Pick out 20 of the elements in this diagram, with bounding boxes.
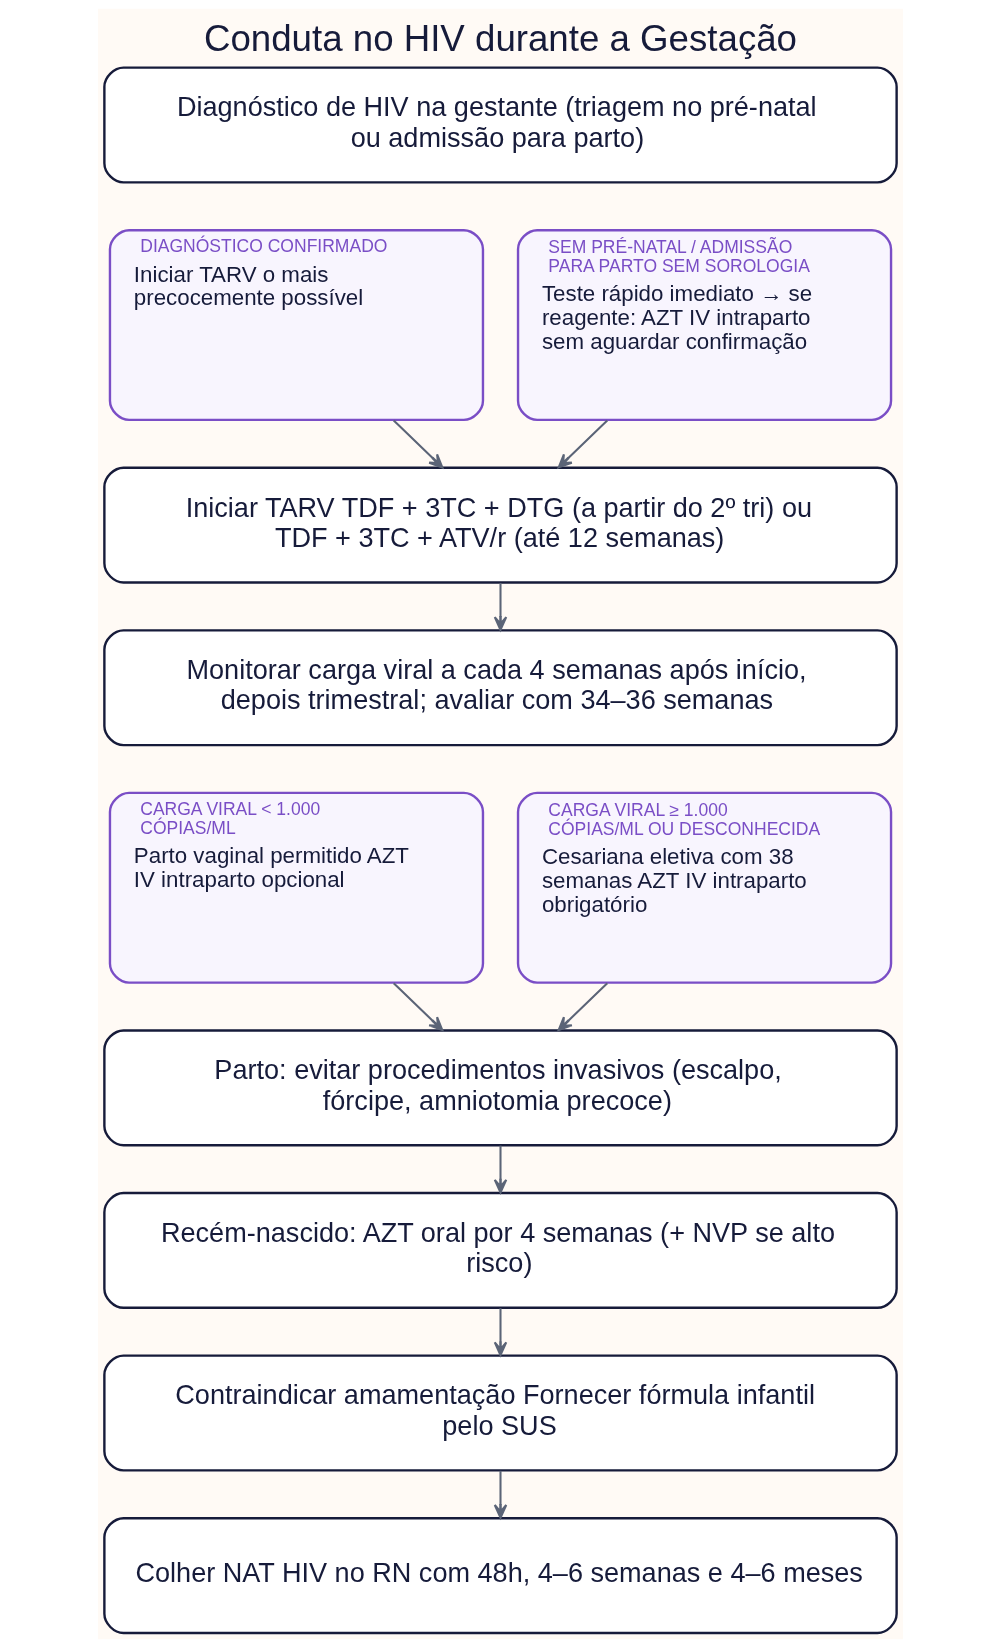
node-box: Iniciar TARV TDF + 3TC + DTG (a partir do 2º tri) ou TDF + 3TC + ATV/r (até 12 semanas) xyxy=(102,466,898,584)
node-box: DIAGNÓSTICO CONFIRMADO Iniciar TARV o mais precocemente possível xyxy=(108,229,484,422)
node-box: CARGA VIRAL ≥ 1.000 CÓPIAS/ML OU DESCONHECIDA Cesariana eletiva com 38 semanas AZT IV intraparto obrigatório xyxy=(516,791,892,984)
arrow xyxy=(493,1145,507,1194)
node-box: Parto: evitar procedimentos invasivos (escalpo, fórcipe, amniotomia precoce) xyxy=(102,1029,898,1147)
arrow xyxy=(493,1470,507,1519)
arrow xyxy=(557,982,608,1032)
arrow xyxy=(392,982,443,1032)
node-box: Colher NAT HIV no RN com 48h, 4–6 semanas e 4–6 meses xyxy=(102,1517,898,1635)
node-box: Contraindicar amamentação Fornecer fórmula infantil pelo SUS xyxy=(102,1354,898,1472)
node-box: SEM PRÉ-NATAL / ADMISSÃO PARA PARTO SEM SOROLOGIA Teste rápido imediato → se reagente: AZT IV intraparto sem aguardar confirmação xyxy=(516,229,892,422)
arrow xyxy=(493,582,507,631)
arrow xyxy=(392,419,443,469)
node-box: Diagnóstico de HIV na gestante (triagem no pré-natal ou admissão para parto) xyxy=(102,66,898,184)
diagram-title: Conduta no HIV durante a Gestação xyxy=(203,17,797,59)
arrow xyxy=(493,1308,507,1357)
node-box: Monitorar carga viral a cada 4 semanas após início, depois trimestral; avaliar com 34–36 semanas xyxy=(102,629,898,747)
node-box: Recém-nascido: AZT oral por 4 semanas (+ NVP se alto risco) xyxy=(102,1191,898,1309)
arrow xyxy=(557,419,608,469)
node-box: CARGA VIRAL < 1.000 CÓPIAS/ML Parto vaginal permitido AZT IV intraparto opcional xyxy=(108,791,484,984)
